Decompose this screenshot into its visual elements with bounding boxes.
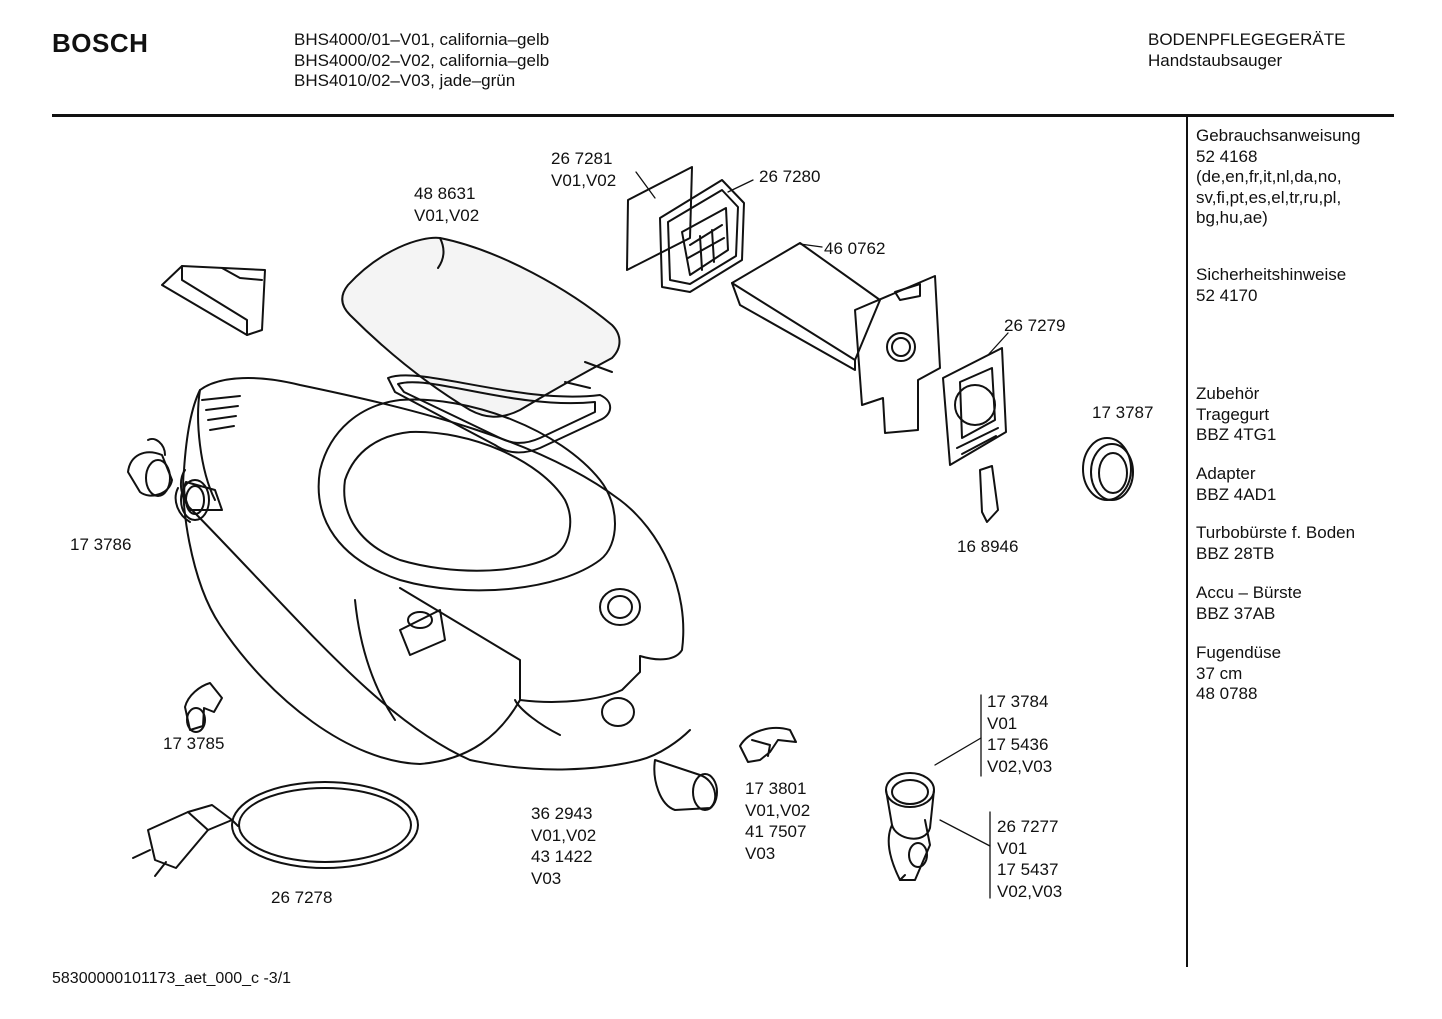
part-number: 17 3801 — [745, 779, 807, 798]
angle-piece-part — [184, 682, 223, 733]
part-variant: V01,V02 — [414, 205, 480, 225]
sidebar-divider — [1186, 117, 1188, 967]
part-label: 17 3801 V01,V02 41 7507 V03 — [745, 778, 810, 864]
part-number: 46 0762 — [824, 239, 886, 258]
accessory-code: BBZ 28TB — [1196, 543, 1275, 563]
dust-bag-part — [731, 242, 941, 434]
part-label: 26 7280 — [759, 166, 820, 188]
manual-number: 52 4168 — [1196, 146, 1258, 166]
sealing-ring-part — [1082, 437, 1134, 501]
model-list: BHS4000/01–V01, california–gelb BHS4000/… — [294, 30, 549, 92]
part-label: 26 7279 — [1004, 315, 1065, 337]
manual-title: Gebrauchsanweisung — [1196, 126, 1361, 145]
sidebar-accessory: Fugendüse 37 cm 48 0788 — [1196, 643, 1281, 705]
part-variant: V01,V02 — [531, 825, 597, 845]
header-divider — [52, 114, 1394, 117]
part-label: 48 8631 V01,V02 — [414, 183, 479, 226]
accessory-code: 48 0788 — [1196, 684, 1258, 703]
part-variant: V01,V02 — [745, 800, 811, 820]
accessory-code: BBZ 37AB — [1196, 603, 1276, 623]
part-number: 26 7278 — [271, 888, 333, 907]
filter-pad-part — [161, 265, 266, 336]
subcategory-title: Handstaubsauger — [1148, 50, 1283, 70]
accessory-code: BBZ 4TG1 — [1196, 425, 1277, 444]
manual-langs: (de,en,fr,it,nl,da,no, — [1196, 167, 1342, 186]
model-line: BHS4010/02–V03, jade–grün — [294, 71, 516, 90]
safety-number: 52 4170 — [1196, 285, 1258, 305]
sidebar-manual: Gebrauchsanweisung 52 4168 (de,en,fr,it,… — [1196, 126, 1360, 229]
accessory-name: Accu – Bürste — [1196, 583, 1302, 602]
sidebar-accessory: Turbobürste f. Boden BBZ 28TB — [1196, 523, 1355, 564]
accessories-title: Zubehör — [1196, 384, 1260, 403]
accessory-code: BBZ 4AD1 — [1196, 484, 1277, 504]
document-id: 58300000101173_aet_000_c -3/1 — [52, 970, 292, 987]
part-variant: V03 — [745, 843, 776, 863]
part-variant: V01 — [997, 838, 1028, 858]
part-variant: V02,V03 — [997, 881, 1063, 901]
bag-holder-part — [942, 347, 1007, 466]
part-label: 17 3784 V01 17 5436 V02,V03 — [987, 691, 1052, 777]
category-title: BODENPFLEGEGERÄTE — [1148, 30, 1346, 49]
part-number: 17 3786 — [70, 535, 132, 554]
hose-clip-part — [127, 438, 173, 497]
part-label: 26 7277 V01 17 5437 V02,V03 — [997, 816, 1062, 902]
part-number: 43 1422 — [531, 847, 593, 866]
accessory-name: Adapter — [1196, 464, 1256, 483]
part-variant: V01,V02 — [551, 170, 617, 190]
filter-frame-part — [659, 179, 745, 293]
part-label: 36 2943 V01,V02 43 1422 V03 — [531, 803, 596, 889]
sidebar-safety: Sicherheitshinweise 52 4170 — [1196, 265, 1346, 306]
flat-filter-part — [626, 166, 693, 271]
part-number: 41 7507 — [745, 822, 807, 841]
brand-logo: BOSCH — [52, 28, 149, 58]
part-number: 26 7279 — [1004, 316, 1066, 335]
model-line: BHS4000/02–V02, california–gelb — [294, 50, 550, 70]
part-number: 17 3787 — [1092, 403, 1154, 422]
accessory-name: Tragegurt — [1196, 404, 1270, 424]
part-number: 17 5437 — [997, 860, 1059, 879]
part-number: 16 8946 — [957, 537, 1019, 556]
part-number: 26 7277 — [997, 817, 1059, 836]
part-number: 26 7281 — [551, 149, 613, 168]
part-label: 46 0762 — [824, 238, 885, 260]
part-label: 17 3786 — [70, 534, 131, 556]
vacuum-housing-part — [174, 377, 718, 811]
part-label: 16 8946 — [957, 536, 1018, 558]
nozzle-part — [885, 772, 935, 881]
part-variant: V03 — [531, 868, 562, 888]
manual-langs: sv,fi,pt,es,el,tr,ru,pl, — [1196, 187, 1342, 207]
part-number: 48 8631 — [414, 184, 476, 203]
strip-part — [979, 465, 999, 523]
part-label: 17 3785 — [163, 733, 224, 755]
part-number: 17 5436 — [987, 735, 1049, 754]
accessory-name: Turbobürste f. Boden — [1196, 523, 1356, 542]
leader-lines — [635, 171, 1009, 899]
sidebar-accessories: Zubehör Tragegurt BBZ 4TG1 — [1196, 384, 1276, 446]
part-variant: V01 — [987, 713, 1018, 733]
part-label: 26 7278 — [271, 887, 332, 909]
part-number: 26 7280 — [759, 167, 821, 186]
manual-langs: bg,hu,ae) — [1196, 208, 1268, 227]
part-label: 26 7281 V01,V02 — [551, 148, 616, 191]
accessory-size: 37 cm — [1196, 663, 1243, 683]
part-number: 17 3785 — [163, 734, 225, 753]
accessory-name: Fugendüse — [1196, 643, 1282, 662]
part-number: 36 2943 — [531, 804, 593, 823]
part-variant: V02,V03 — [987, 756, 1053, 776]
part-label: 17 3787 — [1092, 402, 1153, 424]
model-line: BHS4000/01–V01, california–gelb — [294, 30, 550, 49]
sidebar-accessory: Accu – Bürste BBZ 37AB — [1196, 583, 1302, 624]
safety-title: Sicherheitshinweise — [1196, 265, 1347, 284]
part-number: 17 3784 — [987, 692, 1049, 711]
category-block: BODENPFLEGEGERÄTE Handstaubsauger — [1148, 30, 1345, 71]
sidebar-accessory: Adapter BBZ 4AD1 — [1196, 464, 1276, 505]
power-cord-part — [132, 781, 419, 877]
cap-part — [739, 727, 797, 763]
lid-cover-part — [341, 236, 621, 454]
